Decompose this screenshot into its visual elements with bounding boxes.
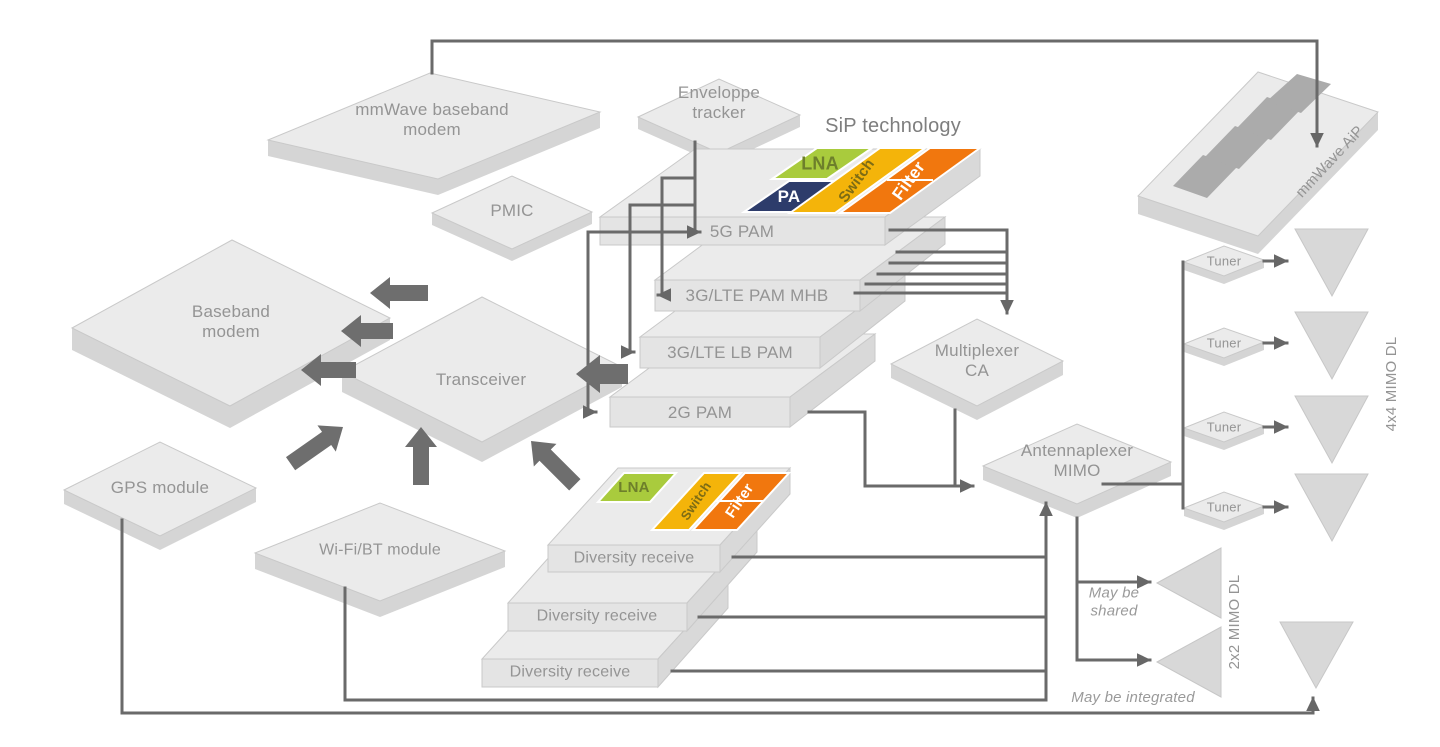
antenna-2x2-1 <box>1155 547 1222 619</box>
lna-chip <box>768 147 876 180</box>
pmic-block <box>430 175 594 261</box>
line-feed-2g <box>582 230 598 419</box>
antenna-2x2-2 <box>1155 626 1222 698</box>
tuner-blocks <box>1182 245 1266 530</box>
module-slabs <box>62 71 1379 617</box>
antenna-4x4-3 <box>1294 395 1369 465</box>
antenna-bottom-right <box>1279 621 1354 690</box>
switch-chip <box>786 147 929 214</box>
line-feed-mhb <box>656 176 697 302</box>
thick-arrows <box>285 277 628 491</box>
gps-module-block <box>62 441 258 550</box>
arrow-wifi-transceiver <box>405 427 437 485</box>
line-2g-out <box>807 410 975 493</box>
line-gps-drop <box>120 518 1320 715</box>
aip-antenna-patches <box>1173 74 1331 198</box>
arrow-diversity-transceiver <box>531 441 581 491</box>
arrow-transceiver-baseband-1 <box>370 277 428 309</box>
line-feed-lb <box>620 203 697 359</box>
diversity-stack-blocks <box>480 466 792 689</box>
mmwave-baseband-modem-block <box>266 72 602 195</box>
antennaplexer-mimo-block <box>981 423 1173 518</box>
lna-chip <box>595 472 679 503</box>
switch-chip <box>649 472 744 531</box>
connector-lines <box>120 39 1324 715</box>
baseband-modem-block <box>70 239 392 428</box>
wifi-bt-module-block <box>253 502 507 617</box>
arrow-pam-transceiver <box>576 355 628 393</box>
antenna-4x4-2 <box>1294 311 1369 381</box>
antenna-4x4-1 <box>1294 228 1369 298</box>
arrow-transceiver-baseband-2 <box>341 315 393 347</box>
sip-chips-5g <box>740 147 984 214</box>
multiplexer-ca-block <box>889 318 1065 420</box>
antenna-triangles <box>1155 228 1369 698</box>
line-wifi-drop <box>343 501 1053 702</box>
mmwave-aip-block <box>1137 71 1379 254</box>
arrow-gps-transceiver <box>285 425 343 471</box>
line-mmwave-to-aip <box>430 39 1324 148</box>
sip-chips-diversity <box>595 472 792 531</box>
antenna-4x4-4 <box>1294 473 1369 543</box>
arrow-transceiver-baseband-3 <box>301 354 356 386</box>
